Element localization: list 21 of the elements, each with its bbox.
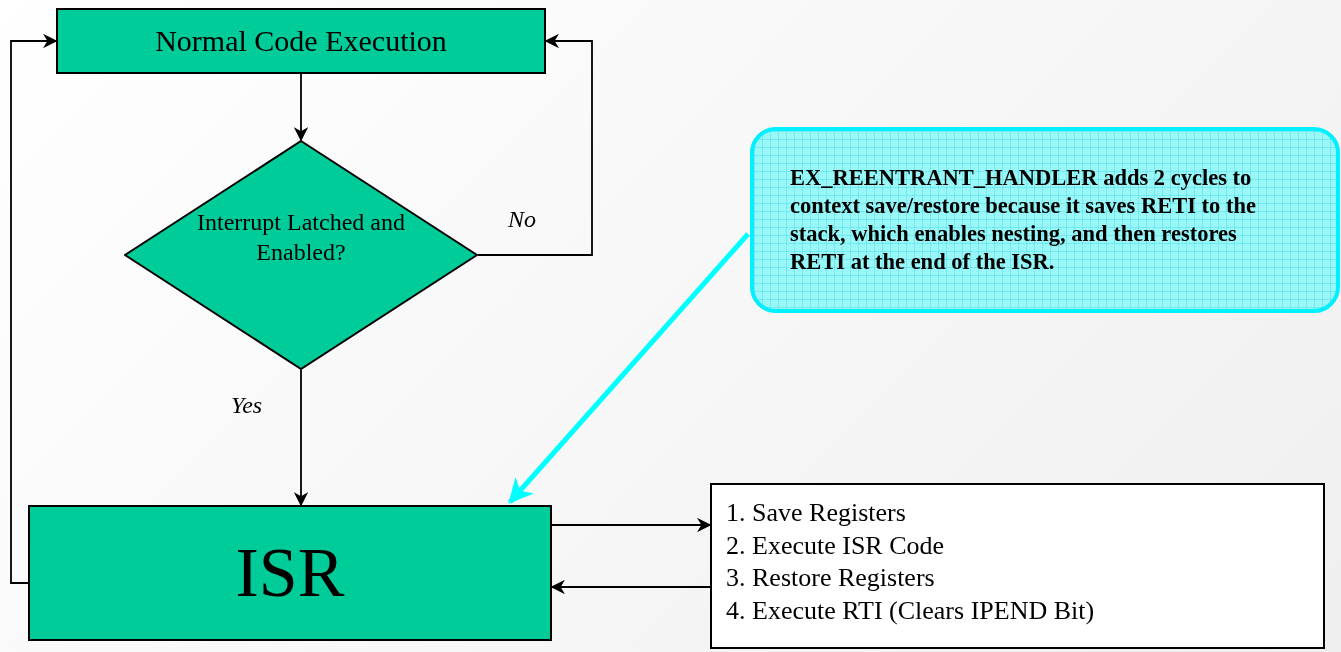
decision-diamond <box>124 140 478 370</box>
edge-label: No <box>508 206 536 233</box>
list-item: 1. Save Registers <box>726 497 907 529</box>
callout-arrow <box>508 232 750 504</box>
process-label: ISR <box>235 533 345 614</box>
process-box <box>56 8 546 74</box>
process-box <box>28 505 552 641</box>
decision-label: Interrupt Latched and Enabled? <box>196 208 406 267</box>
list-item: 3. Restore Registers <box>726 562 936 594</box>
arrow <box>477 33 593 256</box>
edge-label: Yes <box>231 392 263 419</box>
steps-list-box <box>710 483 1325 649</box>
arrow <box>293 73 309 142</box>
arrow <box>10 33 58 584</box>
process-label: Normal Code Execution <box>155 23 447 60</box>
callout-text: EX_REENTRANT_HANDLER adds 2 cycles to context save/restore because it saves RETI to the stack, which enables nesting, and then restores RETI at the end of the ISR. <box>790 163 1257 277</box>
arrow <box>293 369 309 507</box>
arrow <box>551 517 712 533</box>
callout-box <box>750 127 1340 313</box>
list-item: 4. Execute RTI (Clears IPEND Bit) <box>726 594 1096 627</box>
list-item: 2. Execute ISR Code <box>726 529 946 562</box>
